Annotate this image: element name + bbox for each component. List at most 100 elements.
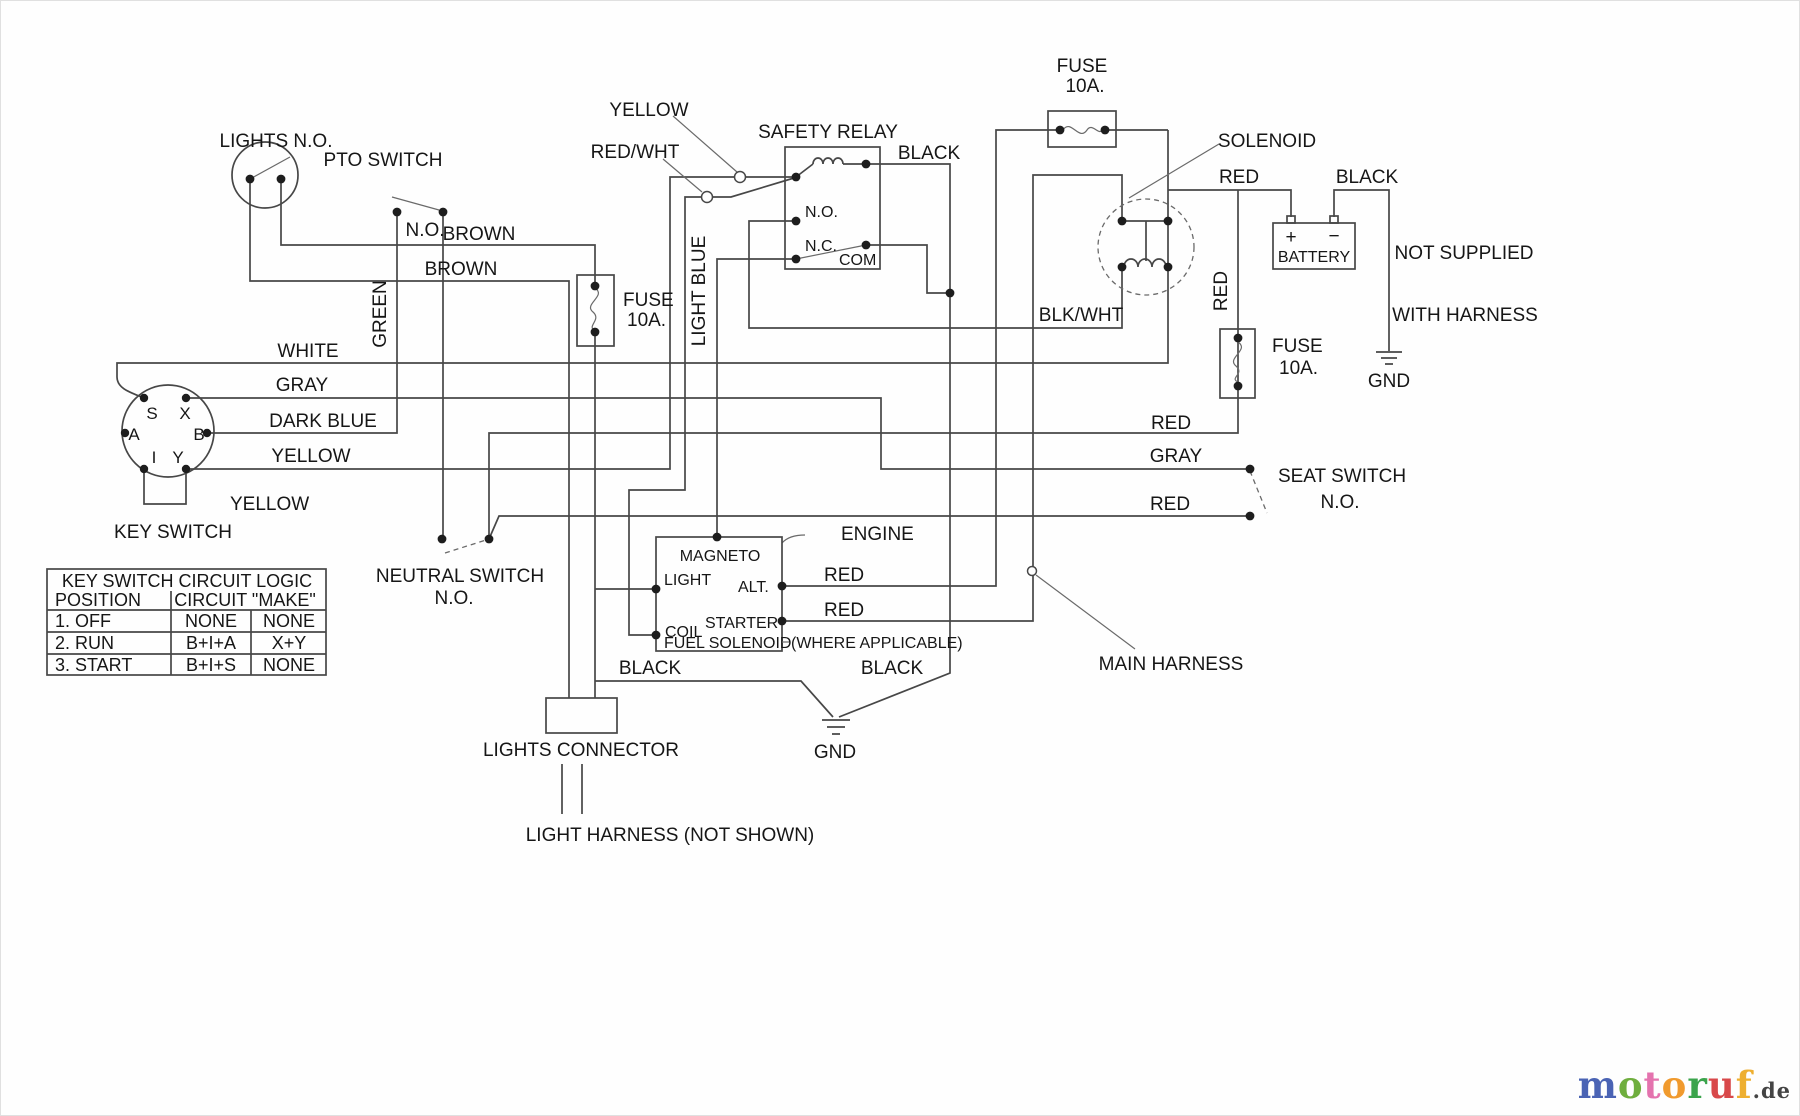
seat-switch-blade xyxy=(1249,470,1268,514)
key-terminal-b: B xyxy=(193,425,204,444)
wire-brown2-label: BROWN xyxy=(425,259,498,280)
gnd-battery-label: GND xyxy=(1368,371,1410,392)
fuse-right-amps-label: 10A. xyxy=(1279,358,1318,379)
redwht-leader xyxy=(662,158,703,193)
fuse-mid-element xyxy=(590,287,599,332)
alt-label: ALT. xyxy=(738,579,769,596)
table-row-make-b: NONE xyxy=(263,655,315,675)
lights-switch-blade xyxy=(249,156,291,180)
main-harness-label: MAIN HARNESS xyxy=(1099,654,1244,675)
table-row-make-a: B+I+S xyxy=(186,655,236,675)
light-harness-label: LIGHT HARNESS (NOT SHOWN) xyxy=(526,825,815,846)
relay-contact-blade xyxy=(795,244,867,260)
key-terminal-x: X xyxy=(179,404,190,423)
fuse-right-label: FUSE xyxy=(1272,336,1323,357)
table-row-make-a: NONE xyxy=(185,611,237,631)
wire-blk-wht-label: BLK/WHT xyxy=(1039,305,1124,326)
wire-green-label: GREEN xyxy=(370,280,391,348)
solenoid-leader xyxy=(1128,143,1220,199)
solenoid-circle xyxy=(1097,198,1195,296)
table-row-make-b: X+Y xyxy=(272,633,307,653)
solenoid-label: SOLENOID xyxy=(1218,131,1316,152)
table-row-position: 3. START xyxy=(55,655,132,675)
lights-connector-label: LIGHTS CONNECTOR xyxy=(483,740,679,761)
safety-relay-label: SAFETY RELAY xyxy=(758,122,898,143)
wire-dark-blue-label: DARK BLUE xyxy=(269,411,377,432)
wire-yellow-top-label: YELLOW xyxy=(609,100,688,121)
redwht-connector-circle xyxy=(700,190,714,204)
fuse-top-amps-label: 10A. xyxy=(1065,76,1104,97)
component-labels: LIGHTS N.O. PTO SWITCH N.O. YELLOW RED/W… xyxy=(114,56,1538,846)
not-supplied-label: NOT SUPPLIED xyxy=(1394,243,1533,264)
relay-com-label: COM xyxy=(839,252,876,269)
main-harness-circle xyxy=(1026,565,1038,577)
neutral-switch-label: NEUTRAL SWITCH xyxy=(376,566,544,587)
fuse-elements xyxy=(590,126,1242,383)
wire-light-blue-label: LIGHT BLUE xyxy=(689,236,710,347)
wire-red-right-label: RED xyxy=(1151,413,1191,434)
engine-label: ENGINE xyxy=(841,524,914,545)
fuse-mid-label: FUSE xyxy=(623,290,674,311)
fuse-top-element xyxy=(1062,126,1103,134)
wire-red-fuse-label: RED xyxy=(1211,271,1232,311)
coil-label: COIL xyxy=(665,624,702,641)
fuse-mid-amps-label: 10A. xyxy=(627,310,666,331)
table-row-position: 1. OFF xyxy=(55,611,111,631)
fuel-solenoid-label: FUEL SOLENOID xyxy=(664,635,791,652)
battery-label: BATTERY xyxy=(1278,249,1351,266)
starter-label: STARTER xyxy=(705,615,778,632)
gnd-engine-symbol xyxy=(822,719,850,735)
yellow-connector-circle xyxy=(733,170,747,184)
lights-connector-box xyxy=(545,697,618,734)
magneto-label: MAGNETO xyxy=(680,548,761,565)
wire-red-alt-label: RED xyxy=(824,565,864,586)
gnd-engine-label: GND xyxy=(814,742,856,763)
pto-switch-blade xyxy=(391,196,440,211)
table-col-position: POSITION xyxy=(55,590,141,610)
wire-black-lights-label: BLACK xyxy=(619,658,682,679)
wire-white-label: WHITE xyxy=(277,341,338,362)
terminal-dots xyxy=(120,125,1255,640)
light-label: LIGHT xyxy=(664,572,711,589)
table-row-make-b: NONE xyxy=(263,611,315,631)
table-title: KEY SWITCH CIRCUIT LOGIC xyxy=(62,571,312,591)
key-terminal-y: Y xyxy=(172,448,183,467)
motoruf-brand: motoruf xyxy=(1577,1063,1753,1107)
battery-plus: + xyxy=(1285,227,1296,248)
seat-switch-label: SEAT SWITCH xyxy=(1278,466,1406,487)
wire-black-battery-label: BLACK xyxy=(1336,167,1399,188)
relay-no-label: N.O. xyxy=(805,204,838,221)
pto-switch-label: PTO SWITCH xyxy=(324,150,443,171)
key-terminal-a: A xyxy=(128,425,140,444)
battery-terminal-plus xyxy=(1286,215,1296,224)
wire-yellow-key-label: YELLOW xyxy=(271,446,350,467)
fuse-right-element xyxy=(1233,341,1242,383)
motoruf-tld: .de xyxy=(1752,1078,1791,1103)
with-harness-label: WITH HARNESS xyxy=(1392,305,1538,326)
wire-black-engine-label: BLACK xyxy=(861,658,924,679)
lights-switch-label: LIGHTS N.O. xyxy=(220,131,333,152)
key-terminal-s: S xyxy=(146,404,157,423)
table-row-make-a: B+I+A xyxy=(186,633,236,653)
battery-box xyxy=(1272,222,1356,270)
battery-minus: − xyxy=(1328,226,1339,247)
key-terminal-i: I xyxy=(152,448,157,467)
leader-lines xyxy=(662,115,1220,650)
safety-relay-box xyxy=(784,146,881,270)
wire-gray-left-label: GRAY xyxy=(276,375,329,396)
fuse-right-box xyxy=(1219,328,1256,399)
wire-brown1-label: BROWN xyxy=(443,224,516,245)
motoruf-watermark: motoruf.de xyxy=(1578,1063,1791,1107)
wire-yellow-loop-label: YELLOW xyxy=(230,494,309,515)
neutral-switch-blade xyxy=(444,539,487,554)
battery-terminal-minus xyxy=(1329,215,1339,224)
table-col-circuit: CIRCUIT "MAKE" xyxy=(174,590,315,610)
key-switch-logic-table: KEY SWITCH CIRCUIT LOGIC POSITION CIRCUI… xyxy=(46,568,327,676)
where-applicable-label: (WHERE APPLICABLE) xyxy=(791,635,963,652)
lights-switch-circle xyxy=(231,141,299,209)
fuse-top-label: FUSE xyxy=(1057,56,1108,77)
main-harness-leader xyxy=(1035,574,1136,650)
wire-gray-right-label: GRAY xyxy=(1150,446,1203,467)
